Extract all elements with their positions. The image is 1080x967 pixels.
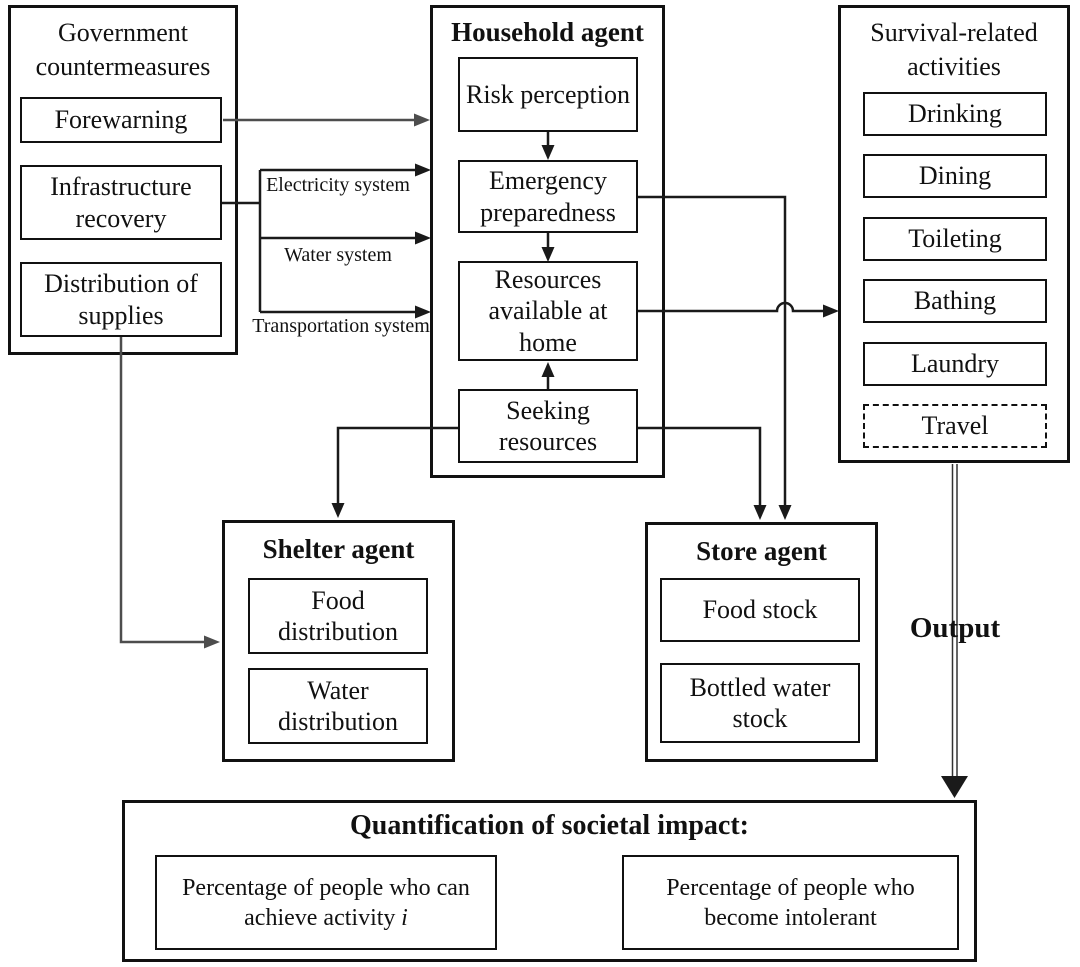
food-distribution-box: Food distribution — [248, 578, 428, 654]
forewarning-arrowhead — [414, 113, 430, 127]
food-distribution-label: Food distribution — [278, 585, 398, 646]
emergency-preparedness-label: Emergency preparedness — [480, 166, 616, 227]
toileting-box: Toileting — [863, 217, 1047, 261]
household-agent-box: Household agent Risk perception Emergenc… — [430, 5, 665, 478]
laundry-label: Laundry — [910, 349, 1000, 379]
bottled-water-stock-box: Bottled water stock — [660, 663, 860, 743]
dining-label: Dining — [918, 161, 992, 191]
store-agent-box: Store agent Food stock Bottled water sto… — [645, 522, 878, 762]
emergency-store-arrowhead — [778, 505, 792, 520]
water-arrowhead — [415, 231, 431, 245]
risk-perception-box: Risk perception — [458, 57, 638, 132]
survival-activities-title: Survival-related activities — [870, 18, 1038, 81]
travel-box: Travel — [863, 404, 1047, 448]
percentage-intolerant-box: Percentage of people who become intolera… — [622, 855, 959, 950]
bottled-water-stock-label: Bottled water stock — [689, 672, 831, 733]
percentage-intolerant-label: Percentage of people who become intolera… — [666, 874, 915, 931]
electricity-system-label: Electricity system — [266, 174, 410, 196]
travel-label: Travel — [921, 411, 989, 441]
activity-variable: i — [401, 904, 408, 931]
output-label: Output — [909, 612, 1001, 644]
supplies-to-shelter-line — [119, 337, 206, 644]
dining-box: Dining — [863, 154, 1047, 198]
seeking-shelter-arrowhead — [331, 503, 345, 518]
percentage-achieve-label: Percentage of people who can achieve act… — [182, 874, 470, 931]
government-countermeasures-box: Government countermeasures Forewarning I… — [8, 5, 238, 355]
resources-available-label: Resources available at home — [488, 265, 608, 357]
seeking-resources-label: Seeking resources — [498, 395, 598, 456]
water-distribution-box: Water distribution — [248, 668, 428, 744]
seeking-resources-box: Seeking resources — [458, 389, 638, 463]
drinking-label: Drinking — [908, 99, 1002, 129]
drinking-box: Drinking — [863, 92, 1047, 136]
bathing-box: Bathing — [863, 279, 1047, 323]
infrastructure-recovery-label: Infrastructure recovery — [50, 172, 192, 233]
distribution-of-supplies-label: Distribution of supplies — [44, 269, 198, 330]
resources-to-survival-line — [638, 301, 824, 313]
electricity-arrowhead — [415, 163, 431, 177]
bathing-label: Bathing — [913, 286, 997, 316]
quantification-box: Quantification of societal impact: Perce… — [122, 800, 977, 962]
distribution-of-supplies-box: Distribution of supplies — [20, 262, 222, 337]
laundry-box: Laundry — [863, 342, 1047, 386]
transportation-system-label: Transportation system — [252, 315, 430, 337]
household-agent-title: Household agent — [451, 17, 644, 47]
store-agent-title: Store agent — [696, 536, 827, 566]
forewarning-label: Forewarning — [54, 105, 188, 135]
supplies-shelter-arrowhead — [204, 635, 220, 649]
shelter-agent-title: Shelter agent — [262, 534, 415, 564]
forewarning-box: Forewarning — [20, 97, 222, 143]
resources-available-box: Resources available at home — [458, 261, 638, 361]
output-arrowhead — [941, 776, 968, 798]
risk-perception-label: Risk perception — [466, 79, 630, 109]
food-stock-label: Food stock — [702, 595, 818, 625]
water-distribution-label: Water distribution — [278, 675, 398, 736]
infrastructure-recovery-box: Infrastructure recovery — [20, 165, 222, 240]
water-system-label: Water system — [284, 244, 392, 266]
quantification-title: Quantification of societal impact: — [350, 810, 749, 841]
resources-survival-arrowhead — [823, 304, 839, 318]
shelter-agent-box: Shelter agent Food distribution Water di… — [222, 520, 455, 762]
percentage-achieve-box: Percentage of people who can achieve act… — [155, 855, 497, 950]
seeking-store-arrowhead — [753, 505, 767, 520]
government-title: Government countermeasures — [35, 18, 211, 81]
toileting-label: Toileting — [908, 224, 1002, 254]
survival-activities-box: Survival-related activities Drinking Din… — [838, 5, 1070, 463]
emergency-preparedness-box: Emergency preparedness — [458, 160, 638, 233]
food-stock-box: Food stock — [660, 578, 860, 642]
